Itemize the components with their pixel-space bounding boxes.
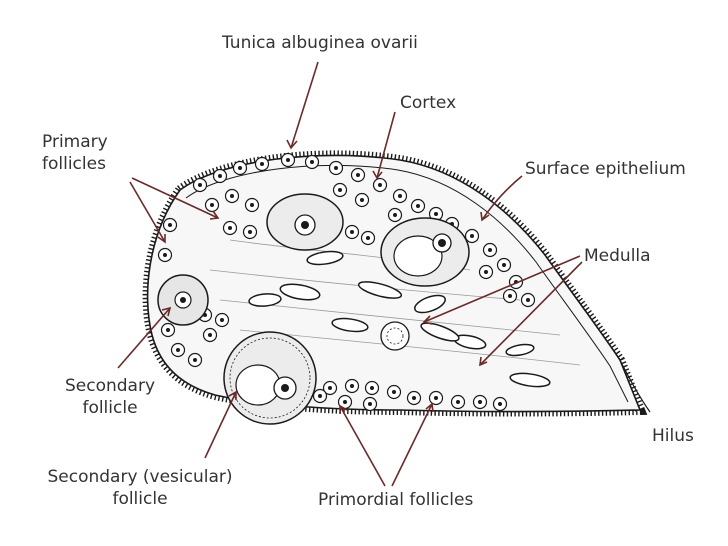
primordial-follicle: [332, 182, 348, 198]
primordial-follicle: [392, 188, 408, 204]
blood-vessel: [414, 294, 446, 314]
primordial-follicle: [202, 327, 218, 343]
primordial-follicle: [450, 394, 466, 410]
primordial-follicle: [187, 352, 203, 368]
cortex-leader: [376, 111, 396, 179]
primordial-follicle: [362, 396, 378, 412]
primordial-follicle: [406, 390, 422, 406]
primordial-follicle: [204, 197, 220, 213]
label-secondary-follicle-line2: follicle: [82, 398, 138, 418]
primordial-follicle: [280, 152, 296, 168]
blood-vessel: [306, 250, 344, 266]
primordial-leader-b: [391, 403, 433, 487]
primordial-follicle: [502, 288, 518, 304]
blood-vessel: [279, 283, 321, 301]
blood-vessel: [505, 343, 535, 357]
label-primary-follicles-line1: Primary: [42, 132, 108, 152]
vesicular-arrowhead: [228, 390, 237, 400]
primordial-follicle: [322, 380, 338, 396]
primordial-follicle: [372, 177, 388, 193]
primordial-follicle: [496, 257, 512, 273]
primordial-follicle: [387, 207, 403, 223]
surface-epithelium-inner: [185, 164, 629, 403]
label-tunica-albuginea: Tunica albuginea ovarii: [222, 33, 418, 53]
blood-vessel: [420, 322, 460, 342]
primordial-follicle: [244, 197, 260, 213]
primordial-follicle: [428, 390, 444, 406]
primordial-follicle: [232, 160, 248, 176]
primordial-follicle: [162, 217, 178, 233]
primordial-follicle: [214, 312, 230, 328]
label-leader-lines: [117, 61, 583, 487]
primordial-follicle: [242, 224, 258, 240]
primordial-follicle: [312, 388, 328, 404]
primordial-follicle: [350, 167, 366, 183]
blood-vessel: [357, 281, 403, 299]
primordial-arrowhead-a: [339, 404, 348, 414]
label-primary-follicles-line2: follicles: [42, 154, 106, 174]
medulla-blood-vessels: [248, 250, 551, 388]
cortex-arrowhead: [372, 170, 383, 180]
primordial-follicle: [360, 230, 376, 246]
primordial-follicle: [224, 188, 240, 204]
label-secondary-vesicular-line1: Secondary (vesicular): [47, 467, 233, 487]
primordial-follicle: [482, 242, 498, 258]
label-primordial-follicles: Primordial follicles: [318, 490, 474, 510]
growing-follicle-upper: [266, 193, 344, 251]
primary-arrowhead-b: [209, 210, 220, 220]
primary-leader-b: [131, 177, 219, 219]
blood-vessel: [331, 317, 369, 333]
primordial-follicle: [364, 380, 380, 396]
tunica-arrowhead: [286, 139, 298, 150]
primordial-follicle: [212, 168, 228, 184]
surface-arrowhead: [480, 211, 490, 222]
primordial-follicle: [157, 247, 173, 263]
primordial-follicle: [464, 228, 480, 244]
primary-arrowhead-a: [157, 234, 166, 244]
medulla-leader-b: [479, 261, 583, 366]
primordial-follicle: [170, 342, 186, 358]
label-hilus: Hilus: [652, 426, 694, 446]
primordial-leader-a: [339, 405, 386, 487]
primordial-follicle: [328, 160, 344, 176]
medulla-leader-a: [423, 255, 581, 323]
primordial-follicle: [344, 378, 360, 394]
atretic-follicle: [380, 321, 410, 351]
vesicular-leader: [204, 391, 237, 459]
blood-vessel: [509, 372, 551, 388]
vesicular-follicle-upper: [380, 217, 470, 287]
primordial-follicle: [304, 154, 320, 170]
primordial-follicle: [222, 220, 238, 236]
secondary-arrowhead: [161, 306, 172, 317]
secondary-leader: [117, 307, 171, 369]
primordial-follicle: [160, 322, 176, 338]
label-surface-epithelium: Surface epithelium: [525, 159, 686, 179]
primordial-follicle: [386, 384, 402, 400]
label-cortex: Cortex: [400, 93, 457, 113]
secondary-vesicular-follicle: [223, 331, 317, 425]
primordial-follicle: [492, 396, 508, 412]
primary-leader-a: [129, 181, 166, 243]
medulla-arrowhead-a: [422, 315, 433, 325]
medulla-arrowhead-b: [479, 356, 488, 367]
primordial-follicle: [254, 156, 270, 172]
primordial-follicle: [192, 177, 208, 193]
primordial-arrowhead-b: [425, 402, 434, 413]
primordial-follicle: [344, 224, 360, 240]
secondary-follicle: [157, 274, 209, 326]
surface-leader: [481, 175, 523, 221]
primordial-follicle: [472, 394, 488, 410]
tunica-leader: [290, 61, 319, 149]
primordial-follicle: [520, 292, 536, 308]
label-secondary-vesicular-line2: follicle: [112, 489, 168, 509]
primordial-follicle: [410, 198, 426, 214]
hilus-border: [619, 359, 651, 413]
label-medulla: Medulla: [584, 246, 651, 266]
label-secondary-follicle-line1: Secondary: [64, 376, 156, 396]
primordial-follicle: [478, 264, 494, 280]
blood-vessel: [248, 293, 282, 307]
primordial-follicle: [354, 192, 370, 208]
